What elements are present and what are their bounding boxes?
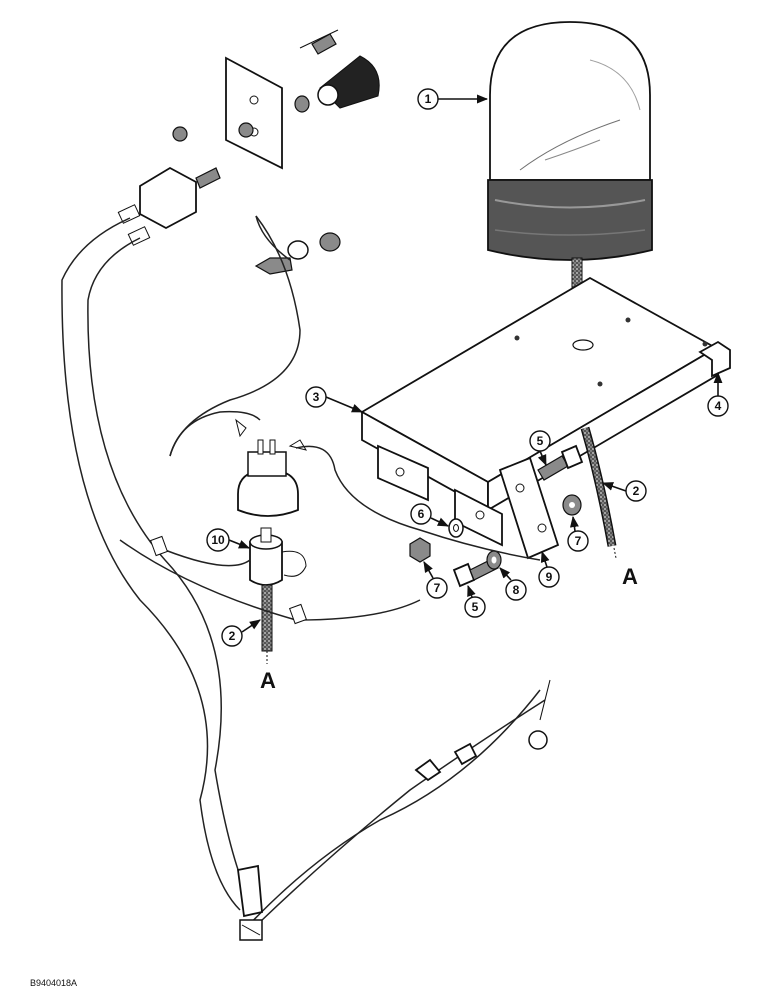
mounting-plate	[498, 456, 560, 560]
callout-7-left: 7	[423, 561, 448, 599]
callout-9: 9	[538, 550, 560, 588]
switch-body	[117, 166, 221, 246]
nut-left	[409, 537, 431, 563]
switch-knob	[317, 55, 380, 109]
section-label-right: A	[622, 564, 638, 589]
svg-text:9: 9	[546, 570, 553, 584]
svg-text:5: 5	[537, 434, 544, 448]
bolt-upper	[537, 444, 584, 481]
hose-left	[261, 584, 273, 652]
callout-4: 4	[707, 371, 729, 417]
callout-6: 6	[410, 503, 450, 527]
svg-text:10: 10	[211, 533, 225, 547]
svg-text:1: 1	[425, 92, 432, 106]
svg-text:8: 8	[513, 583, 520, 597]
callout-10: 10	[206, 528, 251, 552]
svg-text:3: 3	[313, 390, 320, 404]
callout-1: 1	[417, 88, 489, 110]
svg-text:4: 4	[715, 399, 722, 413]
callout-2-right: 2	[601, 480, 647, 502]
washer-6	[448, 518, 464, 538]
callout-7-right: 7	[567, 515, 589, 552]
svg-text:5: 5	[472, 600, 479, 614]
callout-5-upper: 5	[529, 430, 551, 467]
svg-text:2: 2	[633, 484, 640, 498]
callout-5-lower: 5	[464, 584, 486, 618]
washer-8	[486, 550, 502, 570]
hose-fitting	[249, 527, 307, 586]
beacon-lamp	[487, 21, 653, 351]
figure-code: B9404018A	[30, 978, 78, 988]
bolt-set-middle	[254, 232, 341, 275]
callout-2-left: 2	[221, 619, 261, 647]
svg-text:6: 6	[418, 507, 425, 521]
section-label-left: A	[260, 668, 276, 693]
callout-3: 3	[305, 386, 364, 413]
switch-plate	[225, 56, 283, 170]
nut-right	[562, 494, 582, 516]
callout-8: 8	[499, 567, 527, 601]
svg-text:7: 7	[434, 581, 441, 595]
flasher-relay	[235, 418, 308, 517]
svg-text:2: 2	[229, 629, 236, 643]
svg-text:7: 7	[575, 534, 582, 548]
